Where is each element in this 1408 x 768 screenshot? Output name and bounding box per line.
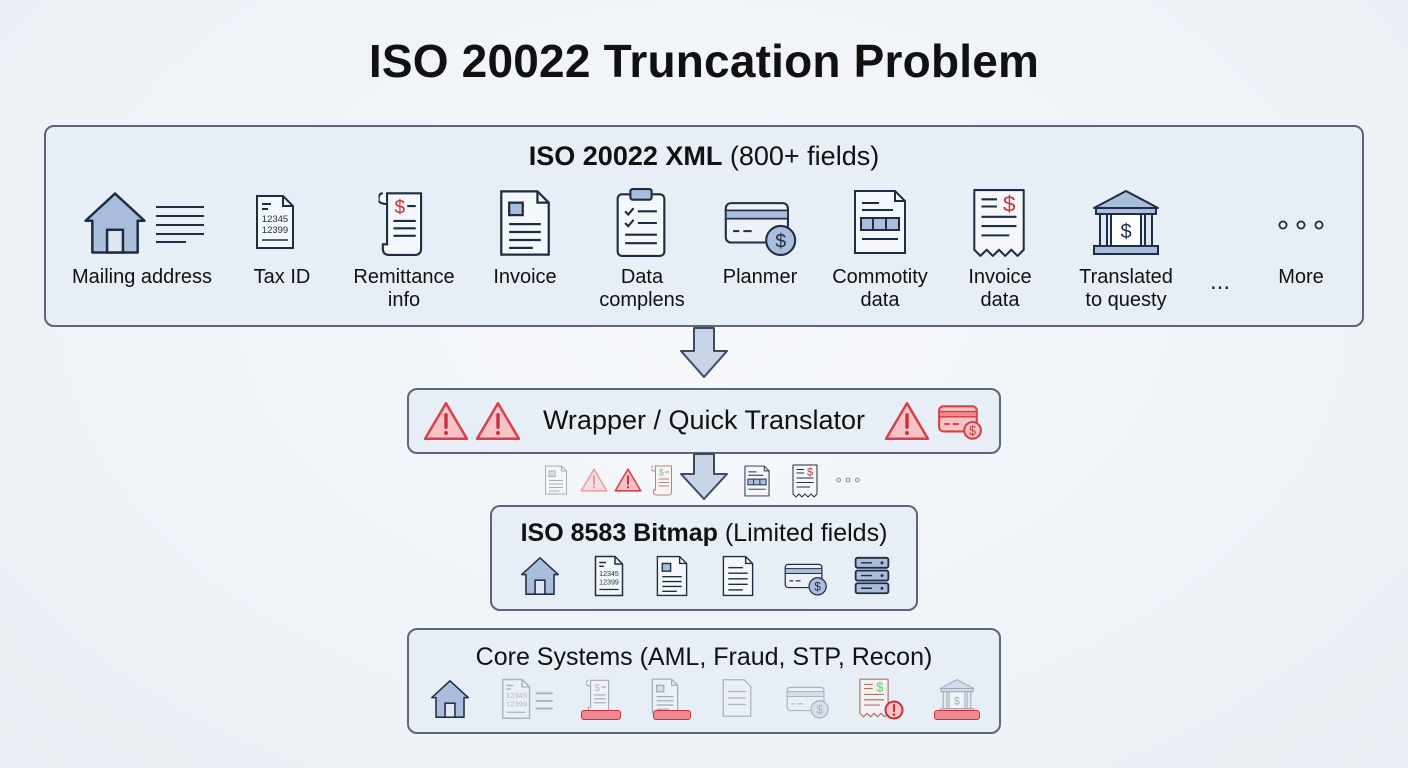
red-card-payment-icon: [937, 403, 983, 441]
more-dots-icon: [1278, 220, 1324, 230]
faded-more-dots-icon: [836, 477, 860, 483]
label-planmer: Planmer: [722, 266, 798, 288]
faded-warning-icon: [580, 467, 608, 493]
data-table-document-icon: [744, 465, 770, 497]
card-payment-icon: [784, 561, 828, 597]
iso8583-panel: ISO 8583 Bitmap (Limited fields): [490, 505, 918, 611]
down-arrow-icon: [680, 327, 728, 378]
core-systems-panel-title: Core Systems (AML, Fraud, STP, Recon): [475, 643, 933, 671]
wrapper-panel: Wrapper / Quick Translator: [407, 388, 1001, 454]
label-remittance-info: Remittance info: [353, 266, 455, 311]
tax-document-icon: 12345 12399: [255, 190, 295, 254]
faded-red-document-icon: [650, 464, 676, 496]
warning-icon: [614, 467, 642, 493]
bank-icon: [1090, 188, 1162, 256]
invoice-document-icon: [656, 555, 688, 597]
data-table-document-icon: [853, 188, 907, 256]
iso8583-panel-title: ISO 8583 Bitmap (Limited fields): [520, 519, 888, 547]
label-more: More: [1278, 266, 1324, 288]
faded-remittance-icon: [583, 678, 615, 714]
faded-card-payment-icon: [786, 684, 830, 720]
house-icon: [429, 678, 471, 720]
core-tax-line-1: 12345: [506, 691, 527, 700]
label-tax-id: Tax ID: [253, 266, 311, 288]
label-translated-to-questy: Translated to questy: [1079, 266, 1173, 311]
label-invoice: Invoice: [493, 266, 557, 288]
missing-field-bar: [653, 710, 691, 720]
faded-document-icon: [722, 679, 752, 717]
bitmap-tax-line-2: 12399: [599, 578, 619, 586]
database-stack-icon: [853, 556, 891, 596]
faded-document-icon: [543, 465, 569, 495]
error-circle-icon: [884, 700, 904, 720]
bitmap-tax-line-1: 12345: [599, 570, 619, 578]
down-arrow-icon: [680, 453, 728, 500]
warning-icon: [884, 400, 930, 442]
core-tax-line-2: 12399: [506, 700, 527, 709]
iso20022-panel-title: ISO 20022 XML (800+ fields): [528, 141, 880, 171]
page-title: ISO 20022 Truncation Problem: [368, 35, 1040, 87]
tax-id-line-1: 12345: [262, 214, 288, 225]
core-systems-panel: Core Systems (AML, Fraud, STP, Recon): [407, 628, 1001, 734]
remittance-scroll-icon: [372, 189, 434, 257]
label-data-complens: Data complens: [599, 266, 685, 311]
wrapper-panel-title: Wrapper / Quick Translator: [542, 405, 866, 435]
label-mailing-address: Mailing address: [71, 266, 213, 288]
warning-icon: [423, 400, 469, 442]
tax-id-line-2: 12399: [262, 225, 288, 236]
tax-document-icon: 12345 12399: [593, 555, 625, 597]
faded-invoice-icon: [651, 678, 679, 714]
address-lines-icon: [156, 206, 204, 243]
house-icon: [80, 189, 150, 257]
receipt-icon: [972, 188, 1026, 258]
label-invoice-data: Invoice data: [968, 266, 1032, 311]
clipboard-document-icon: [722, 555, 754, 597]
missing-field-bar: [581, 710, 621, 720]
house-icon: [519, 555, 561, 597]
ellipsis-text: ...: [1210, 268, 1231, 295]
card-payment-icon: [723, 199, 799, 257]
label-commotity-data: Commotity data: [832, 266, 928, 311]
warning-icon: [475, 400, 521, 442]
missing-field-bar: [934, 710, 980, 720]
receipt-icon: [792, 464, 818, 498]
faded-bank-icon: [936, 678, 978, 714]
faded-tax-document-icon: 12345 12399: [502, 678, 553, 719]
clipboard-icon: [615, 188, 667, 258]
invoice-document-icon: [499, 189, 551, 257]
